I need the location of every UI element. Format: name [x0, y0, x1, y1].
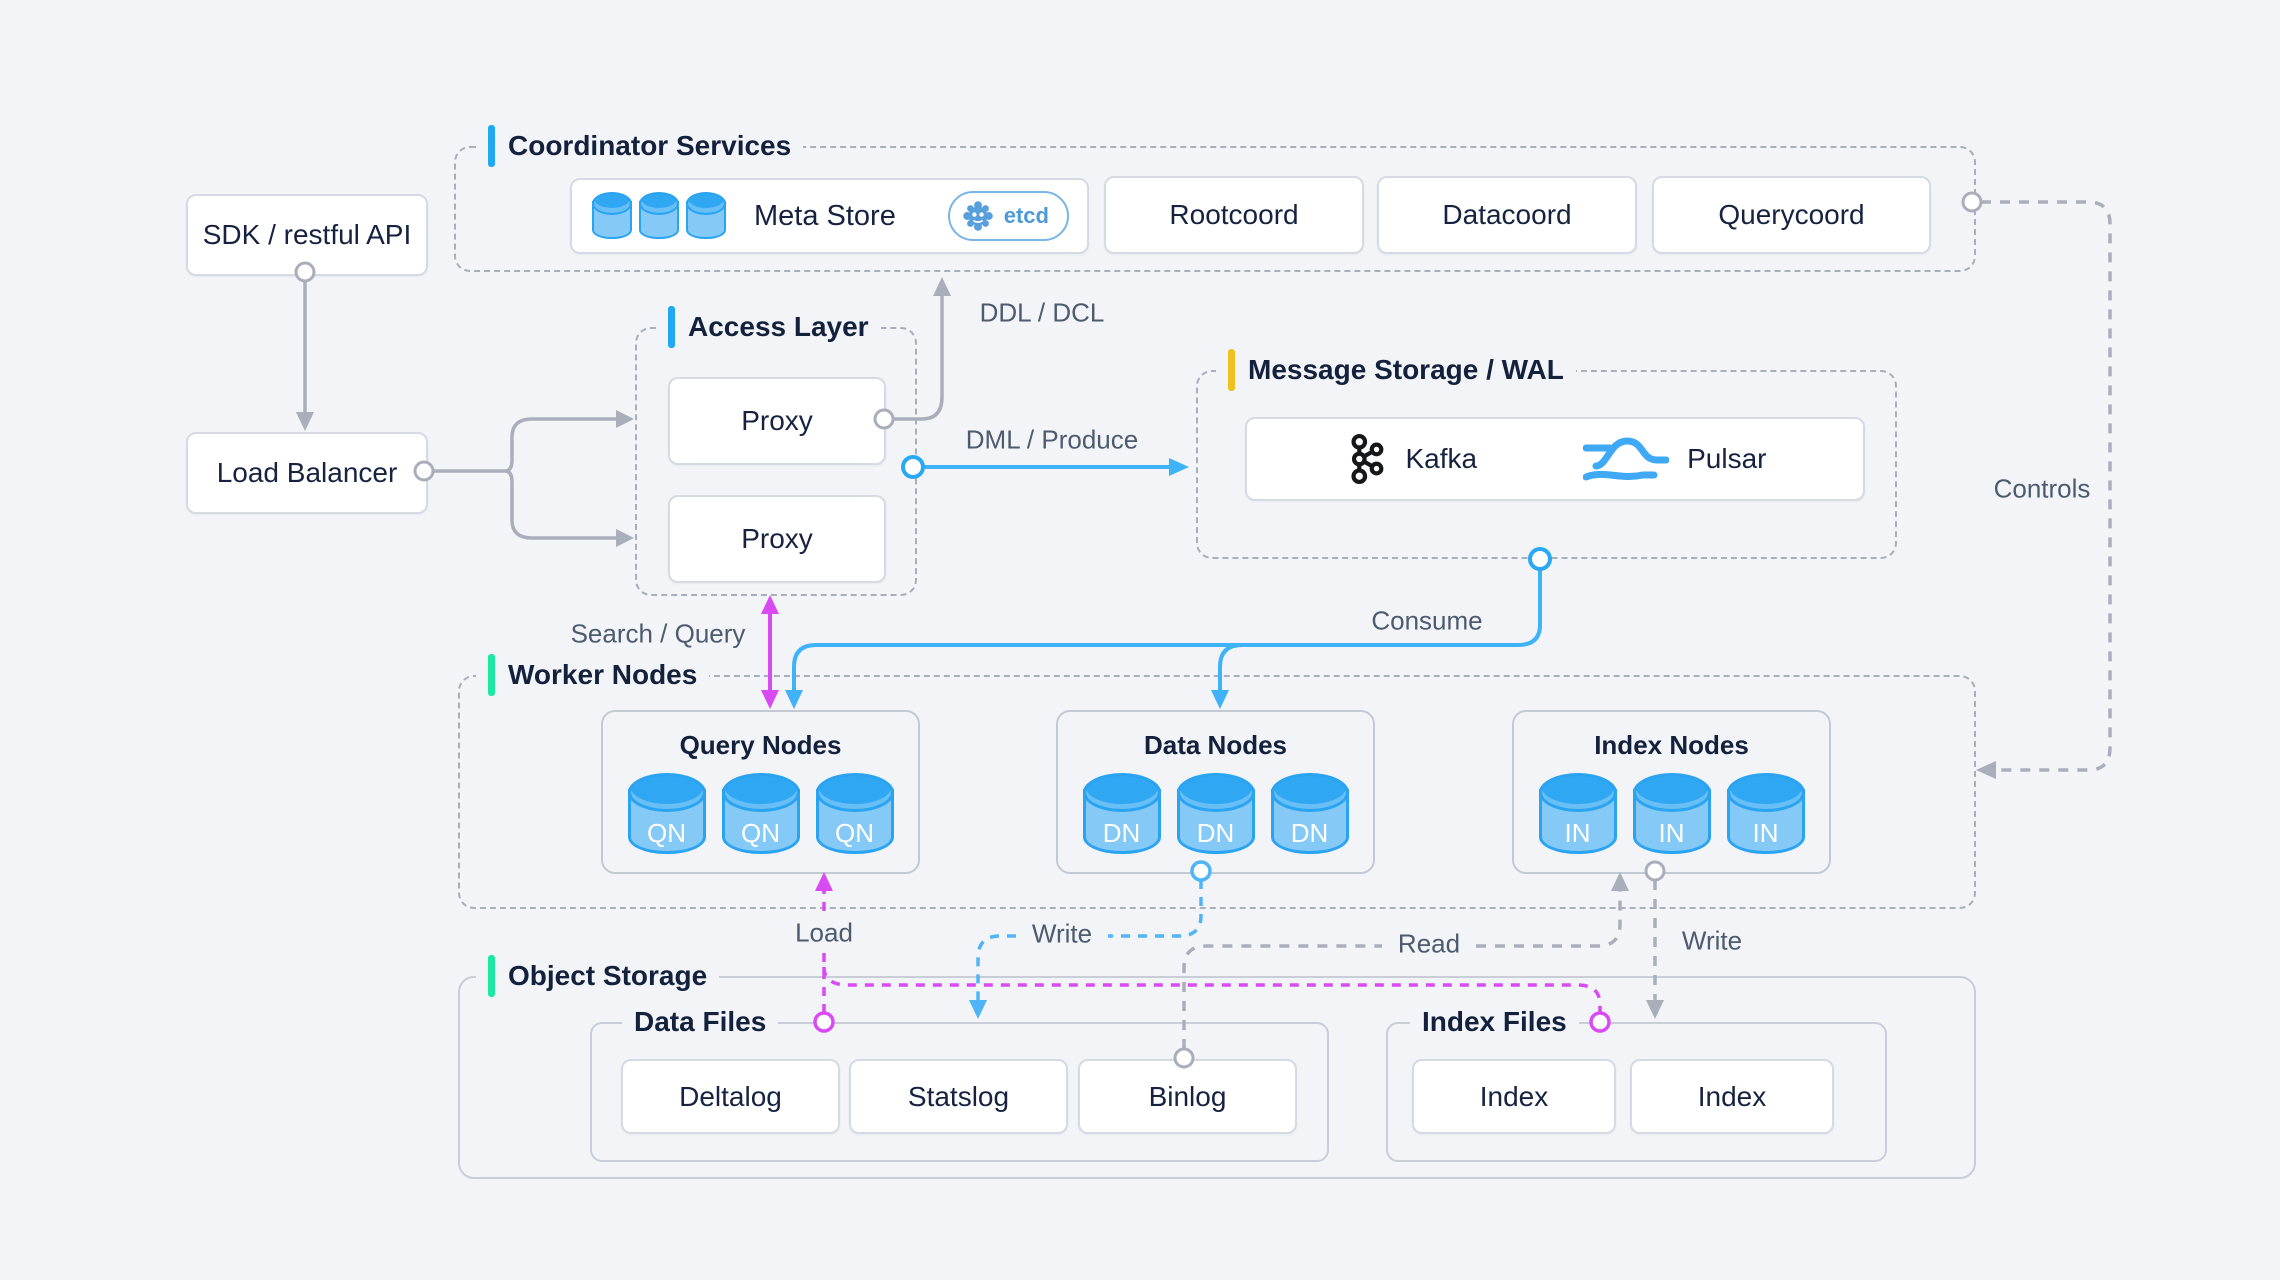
- group-title: Index Nodes: [1594, 730, 1749, 760]
- database-cylinder-icon: IN: [1726, 773, 1805, 857]
- node-label: Proxy: [741, 405, 813, 436]
- badge-label: etcd: [1003, 203, 1049, 228]
- index-file-node-2: Index: [1630, 1059, 1834, 1134]
- node-unit: DN: [1196, 818, 1235, 848]
- statslog-node: Statslog: [849, 1059, 1068, 1134]
- blue-accent-bar-icon: [668, 306, 675, 348]
- green-accent-bar-icon: [488, 654, 495, 696]
- data-files-container: [590, 1022, 1329, 1162]
- worker-nodes-legend: Worker Nodes: [476, 654, 710, 696]
- group-title: Data Files: [634, 1006, 767, 1037]
- controls-label: Controls: [1993, 473, 2091, 504]
- node-label: Meta Store: [754, 199, 896, 232]
- node-unit: IN: [1564, 818, 1591, 848]
- green-accent-bar-icon: [488, 955, 495, 997]
- datacoord-node: Datacoord: [1377, 176, 1637, 254]
- rootcoord-node: Rootcoord: [1104, 176, 1364, 254]
- write-data-label: Write: [1019, 916, 1105, 952]
- node-label: Kafka: [1405, 443, 1478, 474]
- search-query-label: Search / Query: [570, 618, 746, 649]
- section-title: Message Storage / WAL: [1248, 354, 1564, 385]
- node-unit: QN: [647, 818, 686, 848]
- index-nodes-group: Index Nodes IN IN IN: [1512, 710, 1831, 874]
- node-label: Index: [1479, 1080, 1549, 1112]
- section-title: Object Storage: [508, 960, 708, 991]
- index-files-legend: Index Files: [1410, 1006, 1579, 1038]
- proxy-node-2: Proxy: [668, 495, 886, 583]
- message-storage-legend: Message Storage / WAL: [1216, 349, 1576, 391]
- kafka-icon: [1350, 433, 1383, 485]
- database-cylinder-icon: [592, 192, 634, 240]
- database-cylinder-icon: QN: [721, 773, 800, 857]
- node-label: Pulsar: [1687, 443, 1767, 474]
- binlog-node: Binlog: [1078, 1059, 1297, 1134]
- read-label: Read: [1385, 926, 1473, 962]
- etcd-gear-icon: [962, 201, 993, 231]
- ddl-dcl-label: DDL / DCL: [979, 297, 1105, 328]
- node-label: Querycoord: [1718, 199, 1865, 230]
- node-label: Binlog: [1148, 1080, 1227, 1112]
- coordinator-services-legend: Coordinator Services: [476, 125, 804, 167]
- blue-accent-bar-icon: [488, 125, 495, 167]
- group-title: Data Nodes: [1143, 730, 1288, 760]
- database-cylinder-icon: QN: [627, 773, 706, 857]
- load-label: Load: [783, 915, 865, 951]
- database-cylinders-icon: [592, 192, 728, 240]
- database-cylinder-icon: DN: [1082, 773, 1161, 857]
- database-cylinder-icon: IN: [1538, 773, 1617, 857]
- querycoord-node: Querycoord: [1652, 176, 1931, 254]
- database-cylinder-icon: QN: [815, 773, 894, 857]
- sdk-node: SDK / restful API: [186, 194, 428, 276]
- node-unit: QN: [835, 818, 874, 848]
- node-label: Deltalog: [679, 1080, 782, 1112]
- database-cylinder-icon: [639, 192, 681, 240]
- query-nodes-group: Query Nodes QN QN QN: [601, 710, 920, 874]
- object-storage-legend: Object Storage: [476, 955, 720, 997]
- node-label: Statslog: [907, 1080, 1010, 1112]
- yellow-accent-bar-icon: [1228, 349, 1235, 391]
- node-label: Datacoord: [1442, 199, 1572, 230]
- section-title: Access Layer: [688, 311, 869, 342]
- deltalog-node: Deltalog: [621, 1059, 840, 1134]
- message-engines-node: Kafka Pulsar: [1245, 417, 1865, 501]
- dml-produce-label: DML / Produce: [965, 424, 1139, 455]
- section-title: Worker Nodes: [508, 659, 698, 690]
- node-label: Load Balancer: [216, 457, 398, 488]
- database-cylinder-icon: DN: [1270, 773, 1349, 857]
- database-cylinder-icon: [686, 192, 728, 240]
- database-cylinder-icon: IN: [1632, 773, 1711, 857]
- pulsar-icon: [1583, 437, 1670, 481]
- access-layer-legend: Access Layer: [656, 306, 881, 348]
- node-unit: QN: [741, 818, 780, 848]
- write-index-label: Write: [1669, 923, 1755, 959]
- consume-label: Consume: [1371, 605, 1483, 636]
- data-files-legend: Data Files: [622, 1006, 779, 1038]
- proxy-node-1: Proxy: [668, 377, 886, 465]
- section-title: Coordinator Services: [508, 130, 792, 161]
- group-title: Query Nodes: [679, 730, 842, 760]
- node-unit: DN: [1290, 818, 1329, 848]
- node-label: Index: [1697, 1080, 1767, 1112]
- meta-store-node: Meta Store etcd: [570, 178, 1089, 254]
- node-unit: IN: [1752, 818, 1779, 848]
- index-file-node-1: Index: [1412, 1059, 1616, 1134]
- group-title: Index Files: [1422, 1006, 1567, 1037]
- etcd-badge: etcd: [947, 191, 1069, 241]
- node-label: Proxy: [741, 523, 813, 554]
- node-unit: DN: [1102, 818, 1141, 848]
- data-nodes-group: Data Nodes DN DN DN: [1056, 710, 1375, 874]
- node-label: SDK / restful API: [202, 219, 412, 250]
- node-unit: IN: [1658, 818, 1685, 848]
- index-files-container: [1386, 1022, 1887, 1162]
- database-cylinder-icon: DN: [1176, 773, 1255, 857]
- load-balancer-node: Load Balancer: [186, 432, 428, 514]
- node-label: Rootcoord: [1169, 199, 1299, 230]
